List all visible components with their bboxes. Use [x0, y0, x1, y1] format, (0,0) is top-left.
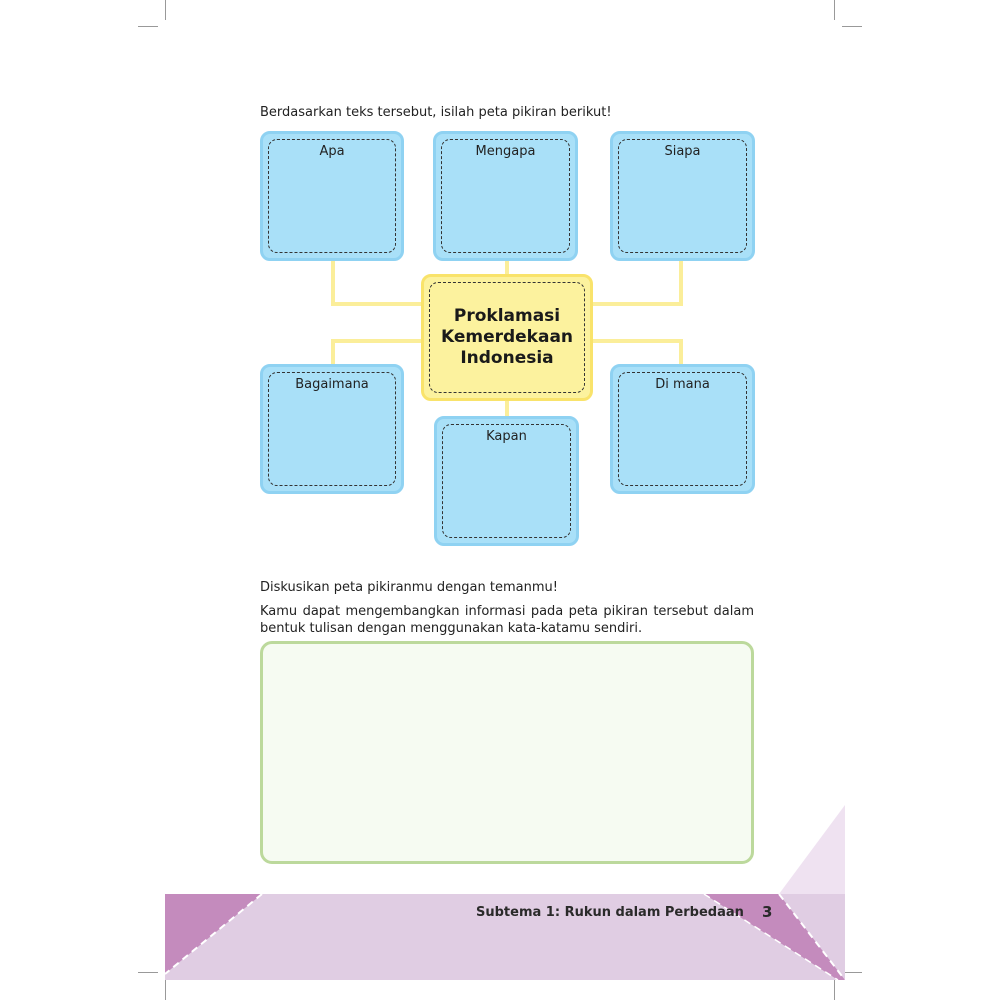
node-label: Siapa	[664, 144, 701, 159]
instruction-develop: Kamu dapat mengembangkan informasi pada …	[260, 604, 754, 636]
node-label: Bagaimana	[295, 377, 369, 392]
connector	[505, 258, 509, 276]
crop-mark	[834, 0, 835, 20]
writing-area[interactable]	[260, 641, 754, 864]
node-label: Di mana	[655, 377, 710, 392]
mind-map-node-bagaimana[interactable]: Bagaimana	[260, 364, 404, 494]
mind-map-node-di-mana[interactable]: Di mana	[610, 364, 755, 494]
connector	[331, 339, 423, 343]
node-label: Kapan	[486, 429, 527, 444]
mind-map-node-kapan[interactable]: Kapan	[434, 416, 579, 546]
instruction-discuss: Diskusikan peta pikiranmu dengan temanmu…	[260, 580, 558, 595]
crop-mark	[165, 980, 166, 1000]
connector	[505, 399, 509, 421]
node-dashed-border	[618, 139, 747, 253]
instruction-fill-mind-map: Berdasarkan teks tersebut, isilah peta p…	[260, 105, 612, 120]
connector	[591, 302, 683, 306]
mind-map-center-node: Proklamasi Kemerdekaan Indonesia	[421, 274, 593, 401]
connector	[331, 258, 335, 305]
crop-mark	[834, 980, 835, 1000]
node-dashed-border	[618, 372, 747, 486]
crop-mark	[165, 0, 166, 20]
crop-mark	[842, 26, 862, 27]
crop-mark	[842, 972, 862, 973]
node-label: Mengapa	[475, 144, 536, 159]
center-dashed-border: Proklamasi Kemerdekaan Indonesia	[429, 282, 585, 393]
connector	[679, 339, 683, 369]
crop-mark	[138, 972, 158, 973]
connector	[331, 302, 423, 306]
crop-mark	[138, 26, 158, 27]
footer-subtheme: Subtema 1: Rukun dalam Perbedaan	[476, 905, 744, 920]
node-dashed-border	[441, 139, 570, 253]
node-label: Apa	[319, 144, 345, 159]
mind-map-node-siapa[interactable]: Siapa	[610, 131, 755, 261]
connector	[331, 339, 335, 369]
node-dashed-border	[268, 372, 396, 486]
mind-map-node-mengapa[interactable]: Mengapa	[433, 131, 578, 261]
node-dashed-border	[268, 139, 396, 253]
mind-map-center-title: Proklamasi Kemerdekaan Indonesia	[440, 306, 574, 368]
mind-map-node-apa[interactable]: Apa	[260, 131, 404, 261]
connector	[679, 258, 683, 305]
connector	[591, 339, 683, 343]
page-number: 3	[762, 903, 773, 921]
node-dashed-border	[442, 424, 571, 538]
